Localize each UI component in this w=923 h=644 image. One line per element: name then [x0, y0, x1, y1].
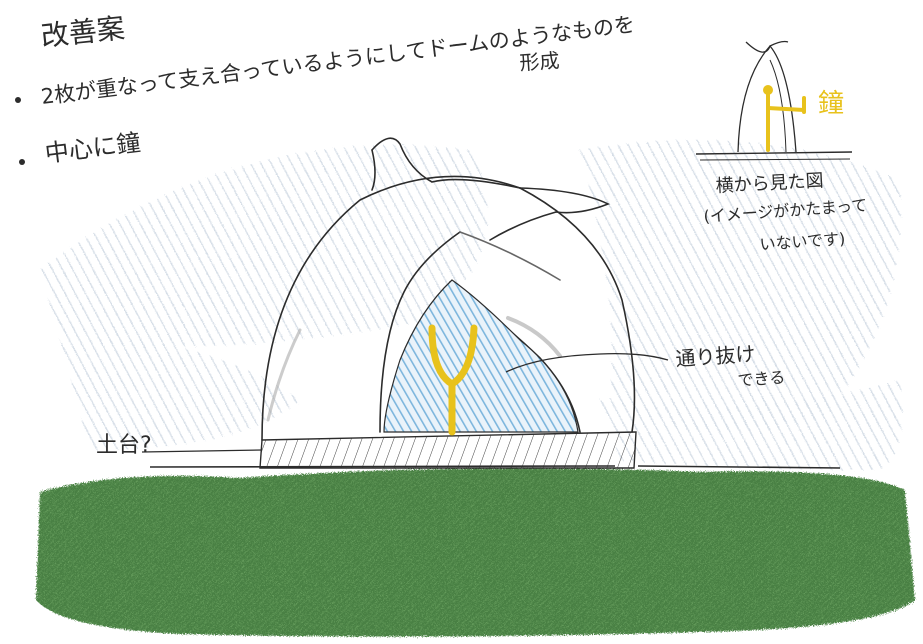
bullet-dot-1: [15, 97, 21, 103]
walkthrough-label-1: 通り抜け: [675, 341, 756, 371]
walkthrough-opening: [383, 279, 579, 433]
bell-icon: [428, 324, 478, 436]
side-view-bell-icon: [763, 85, 806, 152]
pedestal: [259, 431, 637, 469]
base-label: 土台?: [96, 433, 152, 458]
heading-text: 改善案: [39, 11, 126, 53]
bullet-dot-2: [19, 159, 25, 165]
walkthrough-label-2: できる: [737, 368, 786, 390]
dome: [261, 137, 636, 441]
base-leader: [141, 449, 263, 453]
bullet-text-1-cont: 形成: [519, 48, 561, 75]
grass-ground: [36, 468, 915, 637]
walkthrough-leader: [505, 352, 669, 373]
side-view-bell-label: 鐘: [818, 89, 844, 119]
bullet-text-2: 中心に鐘: [43, 128, 142, 167]
